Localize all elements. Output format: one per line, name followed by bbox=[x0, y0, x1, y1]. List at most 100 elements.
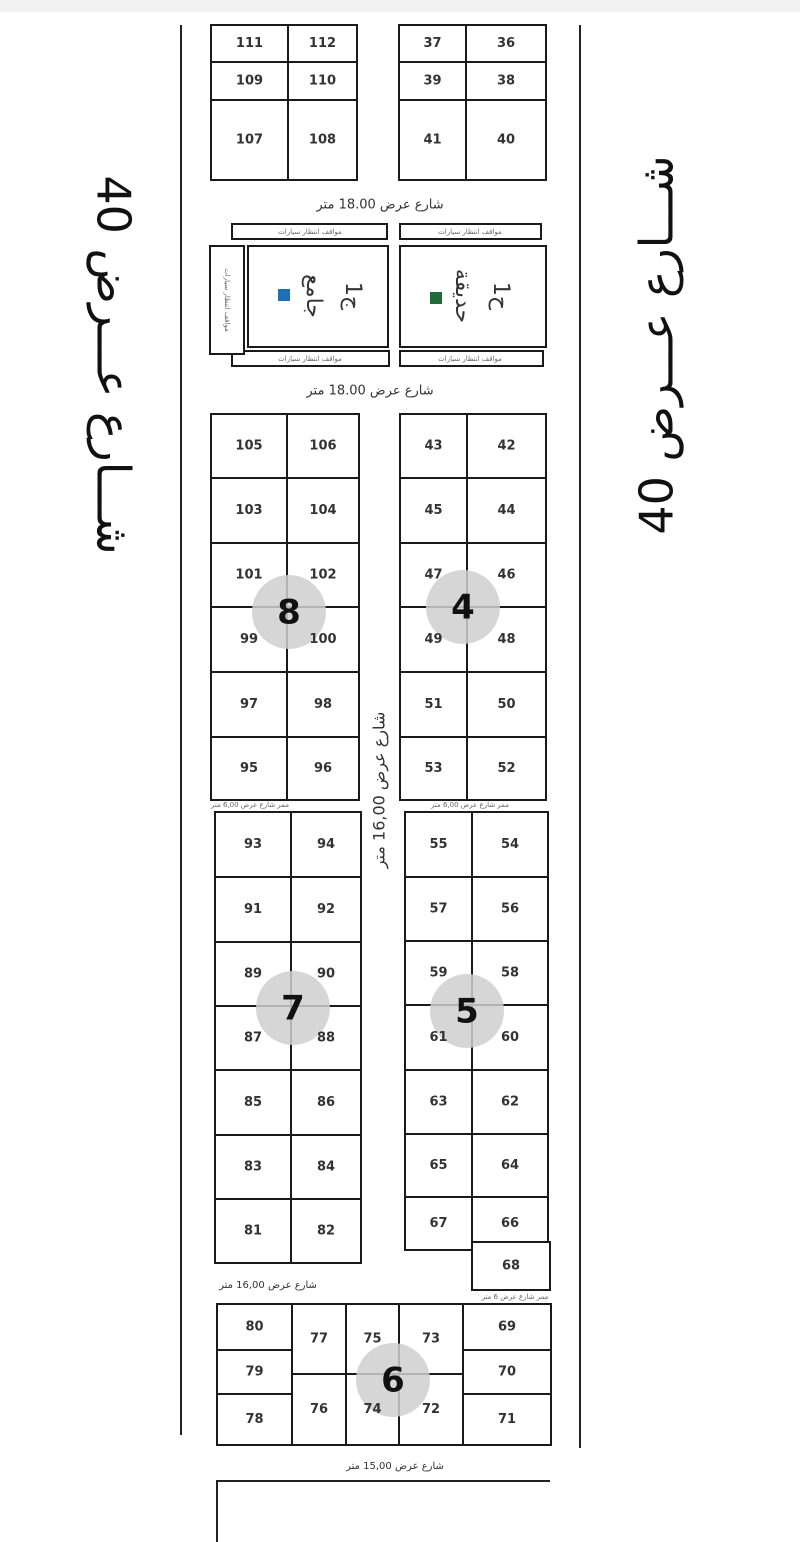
plot-42[interactable] bbox=[466, 413, 547, 479]
parking-strip-bottom-right bbox=[399, 350, 544, 367]
parking-strip-top-left bbox=[231, 223, 388, 240]
plot-40[interactable] bbox=[465, 99, 547, 181]
plot-67[interactable] bbox=[404, 1196, 473, 1251]
plot-112[interactable] bbox=[287, 24, 358, 63]
plot-44[interactable] bbox=[466, 477, 547, 544]
plot-82[interactable] bbox=[290, 1198, 362, 1264]
plot-number: 95 bbox=[240, 761, 258, 776]
block-number: 4 bbox=[451, 588, 475, 628]
plot-number: 98 bbox=[314, 697, 332, 712]
plot-number: 91 bbox=[244, 902, 262, 917]
plot-number: 108 bbox=[309, 133, 336, 148]
plot-number: 60 bbox=[501, 1030, 519, 1045]
plot-103[interactable] bbox=[210, 477, 288, 544]
plot-56[interactable] bbox=[471, 876, 549, 942]
plot-number: 41 bbox=[423, 133, 441, 148]
plot-number: 86 bbox=[317, 1095, 335, 1110]
plot-92[interactable] bbox=[290, 876, 362, 943]
plot-number: 79 bbox=[245, 1365, 263, 1380]
plot-50[interactable] bbox=[466, 671, 547, 738]
plot-number: 84 bbox=[317, 1160, 335, 1175]
plot-62[interactable] bbox=[471, 1069, 549, 1135]
plot-number: 80 bbox=[245, 1320, 263, 1335]
plot-95[interactable] bbox=[210, 736, 288, 801]
plot-number: 97 bbox=[240, 697, 258, 712]
plot-number: 82 bbox=[317, 1224, 335, 1239]
plot-number: 52 bbox=[497, 761, 515, 776]
plot-84[interactable] bbox=[290, 1134, 362, 1200]
plot-number: 92 bbox=[317, 902, 335, 917]
plot-number: 49 bbox=[424, 632, 442, 647]
plot-83[interactable] bbox=[214, 1134, 292, 1200]
plot-number: 74 bbox=[363, 1402, 381, 1417]
passage-label-lower: ممر شارع عرض 6 متر bbox=[481, 1293, 549, 1301]
plot-70[interactable] bbox=[462, 1349, 552, 1395]
plot-37[interactable] bbox=[398, 24, 467, 63]
plot-number: 81 bbox=[244, 1224, 262, 1239]
block-5-marker bbox=[430, 974, 504, 1048]
plot-97[interactable] bbox=[210, 671, 288, 738]
mosque-name: جامع bbox=[301, 274, 326, 318]
street-label-lower: شارع عرض 16,00 متر bbox=[218, 1280, 317, 1291]
plot-number: 73 bbox=[422, 1332, 440, 1347]
street-label-top: شارع عرض 18.00 متر bbox=[315, 198, 443, 213]
plot-number: 102 bbox=[309, 568, 336, 583]
plot-68[interactable] bbox=[471, 1241, 551, 1291]
plot-number: 50 bbox=[497, 697, 515, 712]
plot-101[interactable] bbox=[210, 542, 288, 608]
plot-number: 55 bbox=[429, 837, 447, 852]
plot-98[interactable] bbox=[286, 671, 360, 738]
top-bar bbox=[0, 0, 800, 12]
plot-85[interactable] bbox=[214, 1069, 292, 1136]
plot-number: 94 bbox=[317, 837, 335, 852]
plot-number: 58 bbox=[501, 966, 519, 981]
plot-number: 38 bbox=[497, 74, 515, 89]
plot-number: 70 bbox=[498, 1365, 516, 1380]
plot-71[interactable] bbox=[462, 1393, 552, 1446]
plot-number: 62 bbox=[501, 1095, 519, 1110]
plot-number: 48 bbox=[497, 632, 515, 647]
park-plot[interactable] bbox=[399, 245, 547, 348]
plot-number: 72 bbox=[422, 1402, 440, 1417]
plot-63[interactable] bbox=[404, 1069, 473, 1135]
plot-number: 36 bbox=[497, 36, 515, 51]
plot-104[interactable] bbox=[286, 477, 360, 544]
plot-number: 47 bbox=[424, 568, 442, 583]
mosque-plot[interactable] bbox=[247, 245, 389, 348]
plot-86[interactable] bbox=[290, 1069, 362, 1136]
plot-45[interactable] bbox=[399, 477, 468, 544]
street-label-main-left: شـــارع عـــرض 40 bbox=[86, 175, 141, 554]
block-8-marker bbox=[252, 575, 326, 649]
plot-number: 90 bbox=[317, 967, 335, 982]
plot-number: 78 bbox=[245, 1412, 263, 1427]
plot-number: 46 bbox=[497, 568, 515, 583]
plot-number: 37 bbox=[423, 36, 441, 51]
plot-number: 65 bbox=[429, 1158, 447, 1173]
plot-69[interactable] bbox=[462, 1303, 552, 1351]
plot-number: 69 bbox=[498, 1320, 516, 1335]
plot-111[interactable] bbox=[210, 24, 289, 63]
plot-52[interactable] bbox=[466, 736, 547, 801]
plot-number: 63 bbox=[429, 1095, 447, 1110]
plot-76[interactable] bbox=[291, 1373, 347, 1446]
plot-51[interactable] bbox=[399, 671, 468, 738]
plot-number: 54 bbox=[501, 837, 519, 852]
plot-36[interactable] bbox=[465, 24, 547, 63]
plot-91[interactable] bbox=[214, 876, 292, 943]
plot-number: 109 bbox=[236, 74, 263, 89]
plot-54[interactable] bbox=[471, 811, 549, 878]
mosque-marker-icon bbox=[278, 289, 290, 301]
plot-39[interactable] bbox=[398, 61, 467, 101]
plot-81[interactable] bbox=[214, 1198, 292, 1264]
plot-number: 110 bbox=[309, 74, 336, 89]
plot-108[interactable] bbox=[287, 99, 358, 181]
plot-110[interactable] bbox=[287, 61, 358, 101]
plot-number: 71 bbox=[498, 1412, 516, 1427]
street-label-center: شارع عرض 16,00 متر bbox=[370, 712, 390, 870]
plot-96[interactable] bbox=[286, 736, 360, 801]
plot-number: 75 bbox=[363, 1332, 381, 1347]
block-number: 7 bbox=[281, 989, 305, 1029]
plot-number: 96 bbox=[314, 761, 332, 776]
plot-number: 68 bbox=[502, 1259, 520, 1274]
